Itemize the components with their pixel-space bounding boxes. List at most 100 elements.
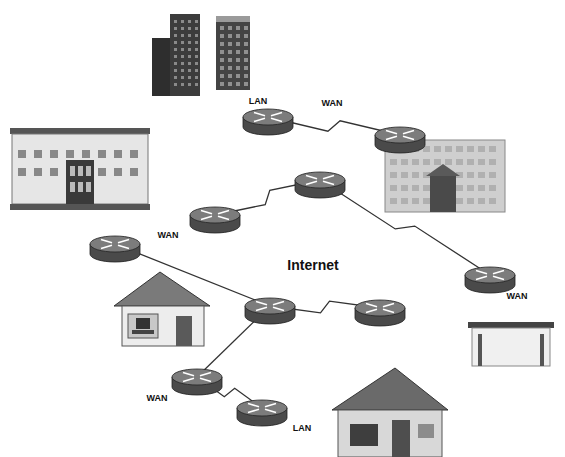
window — [181, 27, 184, 30]
window — [114, 150, 122, 158]
window — [174, 55, 177, 58]
window — [18, 150, 26, 158]
window — [434, 159, 441, 165]
cloud-label: Internet — [285, 258, 340, 273]
window — [181, 69, 184, 72]
window — [130, 168, 138, 176]
barn-window — [418, 424, 434, 438]
window — [86, 166, 91, 176]
window — [423, 185, 430, 191]
window — [220, 34, 224, 38]
window — [174, 76, 177, 79]
window — [423, 159, 430, 165]
window — [220, 42, 224, 46]
window — [220, 74, 224, 78]
router-arrow — [271, 118, 282, 121]
window — [174, 48, 177, 51]
window — [228, 82, 232, 86]
building-door — [430, 175, 456, 212]
barn-window — [350, 424, 378, 446]
window — [236, 74, 240, 78]
window — [467, 159, 474, 165]
window — [236, 42, 240, 46]
router-arrow — [201, 211, 212, 214]
window — [188, 20, 191, 23]
router-arrow — [366, 304, 377, 307]
window — [181, 41, 184, 44]
window — [401, 159, 408, 165]
window — [445, 146, 452, 152]
window — [195, 55, 198, 58]
router-arrow — [248, 409, 259, 412]
window — [401, 172, 408, 178]
window — [188, 48, 191, 51]
router-arrow — [265, 404, 276, 407]
window — [130, 150, 138, 158]
window — [390, 172, 397, 178]
house-door — [176, 316, 192, 346]
router-arrow — [218, 216, 229, 219]
window — [195, 27, 198, 30]
router-arrow — [183, 373, 194, 376]
window — [195, 76, 198, 79]
window — [220, 26, 224, 30]
office-tower — [170, 14, 200, 96]
window — [114, 168, 122, 176]
window — [220, 50, 224, 54]
window — [244, 82, 248, 86]
window — [244, 58, 248, 62]
window — [195, 41, 198, 44]
router-top — [355, 300, 405, 316]
window — [423, 198, 430, 204]
router-symbol — [245, 298, 295, 324]
window — [236, 66, 240, 70]
window — [228, 26, 232, 30]
window — [34, 168, 42, 176]
office-tower — [216, 16, 250, 90]
routers — [90, 109, 515, 426]
router-arrow — [383, 309, 394, 312]
window — [467, 198, 474, 204]
window — [220, 82, 224, 86]
window — [412, 159, 419, 165]
network-label: WAN — [505, 292, 530, 302]
window — [188, 62, 191, 65]
window — [86, 182, 91, 192]
router-arrow — [476, 276, 487, 279]
window — [478, 198, 485, 204]
router-arrow — [366, 309, 377, 312]
tower-roof — [216, 16, 250, 22]
router-top — [90, 236, 140, 252]
door-arch — [426, 164, 460, 176]
window — [244, 34, 248, 38]
house-roof — [114, 272, 210, 306]
router-top — [172, 369, 222, 385]
router-top — [295, 172, 345, 188]
barn-wall — [338, 410, 442, 457]
window — [236, 58, 240, 62]
university-door — [66, 160, 94, 204]
window — [98, 150, 106, 158]
window — [244, 50, 248, 54]
router-arrow — [403, 136, 414, 139]
university-roof — [10, 128, 150, 134]
window — [456, 185, 463, 191]
window — [228, 58, 232, 62]
window — [228, 34, 232, 38]
router-arrow — [256, 302, 267, 305]
router-arrow — [201, 216, 212, 219]
window — [489, 172, 496, 178]
window — [181, 20, 184, 23]
window — [244, 26, 248, 30]
router-top — [245, 298, 295, 314]
router-symbol — [172, 369, 222, 395]
window — [78, 182, 83, 192]
flat-roof — [468, 322, 554, 328]
router-arrow — [493, 271, 504, 274]
window — [174, 83, 177, 86]
router-arrow — [265, 409, 276, 412]
window — [181, 48, 184, 51]
window — [181, 76, 184, 79]
